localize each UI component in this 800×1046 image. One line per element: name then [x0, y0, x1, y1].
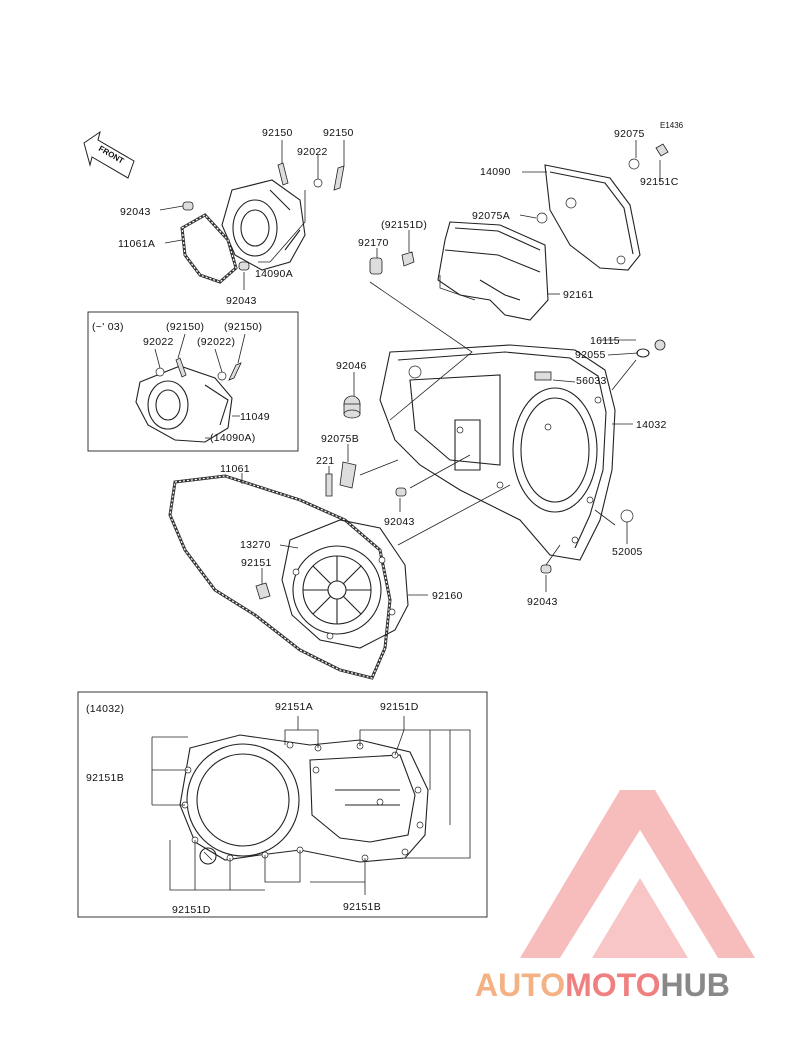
- inset-bolt-holes: [181, 741, 424, 862]
- label-92046: 92046: [336, 360, 367, 372]
- label-52005: 52005: [612, 546, 643, 558]
- label-11061: 11061: [220, 463, 250, 475]
- label-92151C: 92151C: [640, 176, 679, 188]
- label-92043-pump: 92043: [226, 295, 257, 307]
- label-14090: 14090: [480, 166, 511, 178]
- inset-label-92151B-bottom: 92151B: [343, 901, 381, 913]
- inset-label-92022: 92022: [143, 336, 174, 348]
- inset-label-92151A: 92151A: [275, 701, 313, 713]
- label-92161: 92161: [563, 289, 594, 301]
- label-92170: 92170: [358, 237, 389, 249]
- front-arrow-icon: FRONT: [83, 130, 135, 179]
- label-92043-upper: 92043: [120, 206, 151, 218]
- inset-label-92022-paren: (92022): [197, 336, 235, 348]
- outer-cover-14090: [522, 140, 669, 271]
- inner-cover-92161: [437, 212, 560, 321]
- inset-label-92151D-top: 92151D: [380, 701, 419, 713]
- label-92150-right: 92150: [323, 127, 354, 139]
- small-parts-left: [325, 372, 561, 592]
- label-92150-left: 92150: [262, 127, 293, 139]
- label-92151D-paren: (92151D): [381, 219, 427, 231]
- label-221: 221: [316, 455, 334, 467]
- brand-watermark-logo: [520, 790, 755, 958]
- inset-cover-outline: [151, 716, 471, 895]
- brand-moto: MOTO: [565, 967, 660, 1003]
- label-13270: 13270: [240, 539, 271, 551]
- label-92160: 92160: [432, 590, 463, 602]
- label-16115: 16115: [590, 335, 620, 347]
- inset-bolt-layout-frame: [77, 691, 488, 918]
- inset-label-92151B-left: 92151B: [86, 772, 124, 784]
- label-92075: 92075: [614, 128, 645, 140]
- inset-label-92150-p1: (92150): [166, 321, 204, 333]
- label-92151: 92151: [241, 557, 272, 569]
- pump-cover-assembly: [159, 140, 345, 290]
- inset-early-model-frame: [87, 311, 299, 452]
- inset-label-92151D-bottom: 92151D: [172, 904, 211, 916]
- label-92022: 92022: [297, 146, 328, 158]
- inset-early-title: (~' 03): [92, 321, 124, 333]
- brand-text-auto: AUTOMOTOHUB: [475, 967, 730, 1003]
- gasket-11061: [168, 473, 392, 680]
- label-92075B: 92075B: [321, 433, 359, 445]
- label-14032: 14032: [636, 419, 667, 431]
- inset-label-14090A-paren: (14090A): [210, 432, 256, 444]
- label-92043-lower-right: 92043: [527, 596, 558, 608]
- label-56033: 56033: [576, 375, 607, 387]
- inset-pump-cover: [135, 333, 246, 443]
- label-92043-center: 92043: [384, 516, 415, 528]
- inset-bolts-title: (14032): [86, 703, 124, 715]
- label-14090A: 14090A: [255, 268, 293, 280]
- label-92055: 92055: [575, 349, 606, 361]
- cover-92160: [255, 519, 428, 649]
- brand-auto: AUTO: [475, 967, 565, 1003]
- label-11061A: 11061A: [118, 238, 155, 250]
- brand-hub: HUB: [660, 967, 729, 1003]
- label-92075A: 92075A: [472, 210, 510, 222]
- clamp-92170: [369, 230, 473, 421]
- inset-label-92150-p2: (92150): [224, 321, 262, 333]
- inset-label-11049: 11049: [240, 411, 270, 423]
- figure-code: E1436: [660, 121, 684, 130]
- clutch-cover-14032: [379, 339, 666, 561]
